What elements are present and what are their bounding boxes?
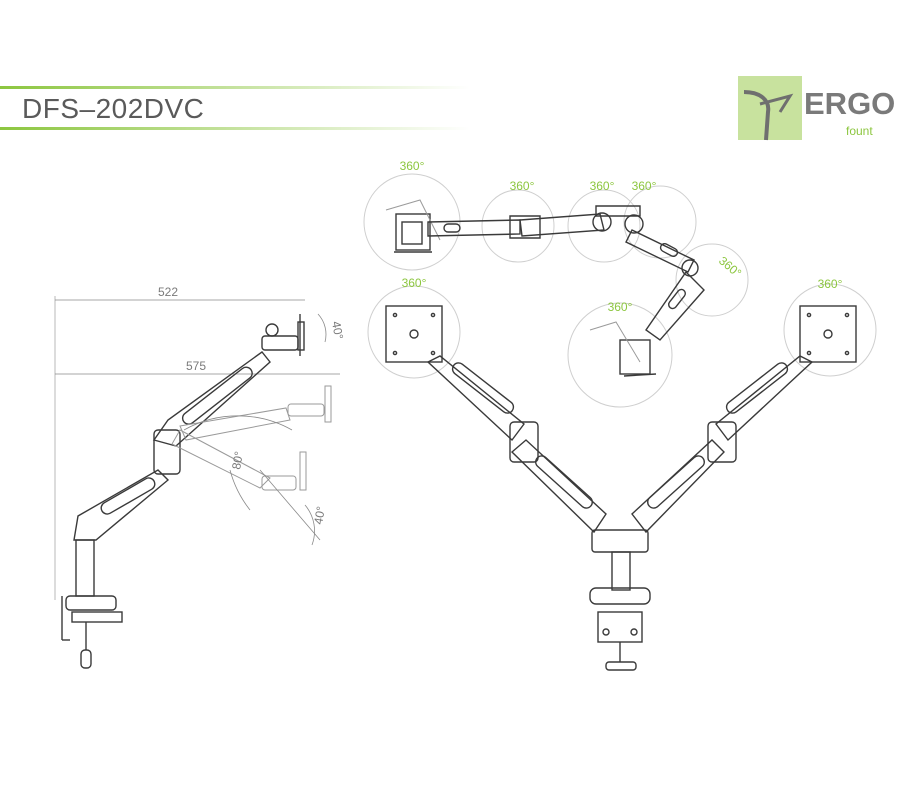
header-rule-top — [0, 86, 470, 89]
header-rule-bottom — [0, 127, 470, 130]
left-plate-rotation-label: 360° — [402, 276, 427, 290]
model-title: DFS–202DVC — [22, 93, 205, 124]
logo-subtext: fount — [846, 124, 873, 138]
rot-label-6: 360° — [608, 300, 633, 314]
reach-dimension-label: 575 — [186, 359, 206, 373]
front-view — [367, 283, 877, 671]
logo-brand: ERGO — [804, 86, 896, 121]
tilt-down-label: 40° — [311, 505, 328, 525]
lift-angle-label: 80° — [229, 450, 246, 470]
rot-label-4: 360° — [632, 179, 657, 193]
rot-label-1: 360° — [400, 159, 425, 173]
rot-label-2: 360° — [510, 179, 535, 193]
top-view — [363, 173, 749, 408]
rot-label-3: 360° — [590, 179, 615, 193]
ergofount-logo — [738, 76, 802, 141]
side-view — [54, 296, 340, 669]
right-plate-rotation-label: 360° — [818, 277, 843, 291]
width-dimension-label: 522 — [158, 285, 178, 299]
tilt-up-label: 40° — [329, 320, 346, 340]
